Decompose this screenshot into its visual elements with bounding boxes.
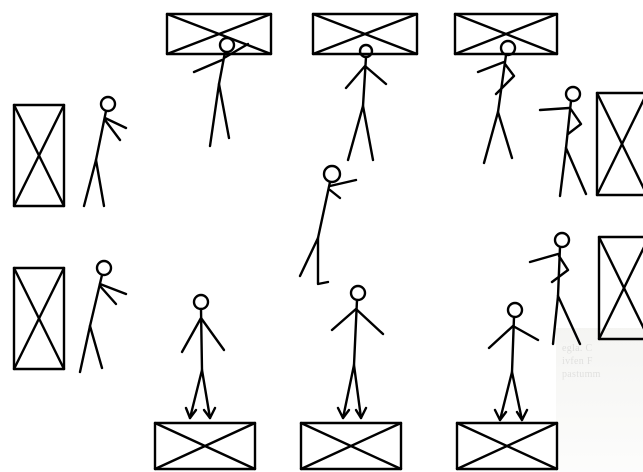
crate-left-upper — [14, 105, 64, 206]
crate-top-center — [313, 14, 417, 54]
crate-bottom-right — [457, 423, 557, 469]
figure-standing-bottom-left — [182, 295, 224, 418]
crate-top-left — [167, 14, 271, 54]
figure-reaching-right-upper — [540, 87, 586, 196]
figure-standing-bottom-right — [489, 303, 538, 420]
figure-standing-right-lower — [530, 233, 580, 344]
figure-walking-top-right — [478, 41, 515, 163]
crate-bottom-center — [301, 423, 401, 469]
figure-bending-left-upper — [84, 97, 126, 206]
figure-pushing-left-lower — [80, 261, 126, 372]
figure-crouching-center — [300, 166, 356, 284]
crate-top-right — [455, 14, 557, 54]
crate-right-upper — [597, 93, 643, 195]
crate-bottom-left — [155, 423, 255, 469]
figure-standing-top-center — [346, 45, 386, 160]
crate-right-lower — [599, 237, 643, 339]
crate-left-lower — [14, 268, 64, 369]
figure-standing-bottom-center — [332, 286, 383, 418]
